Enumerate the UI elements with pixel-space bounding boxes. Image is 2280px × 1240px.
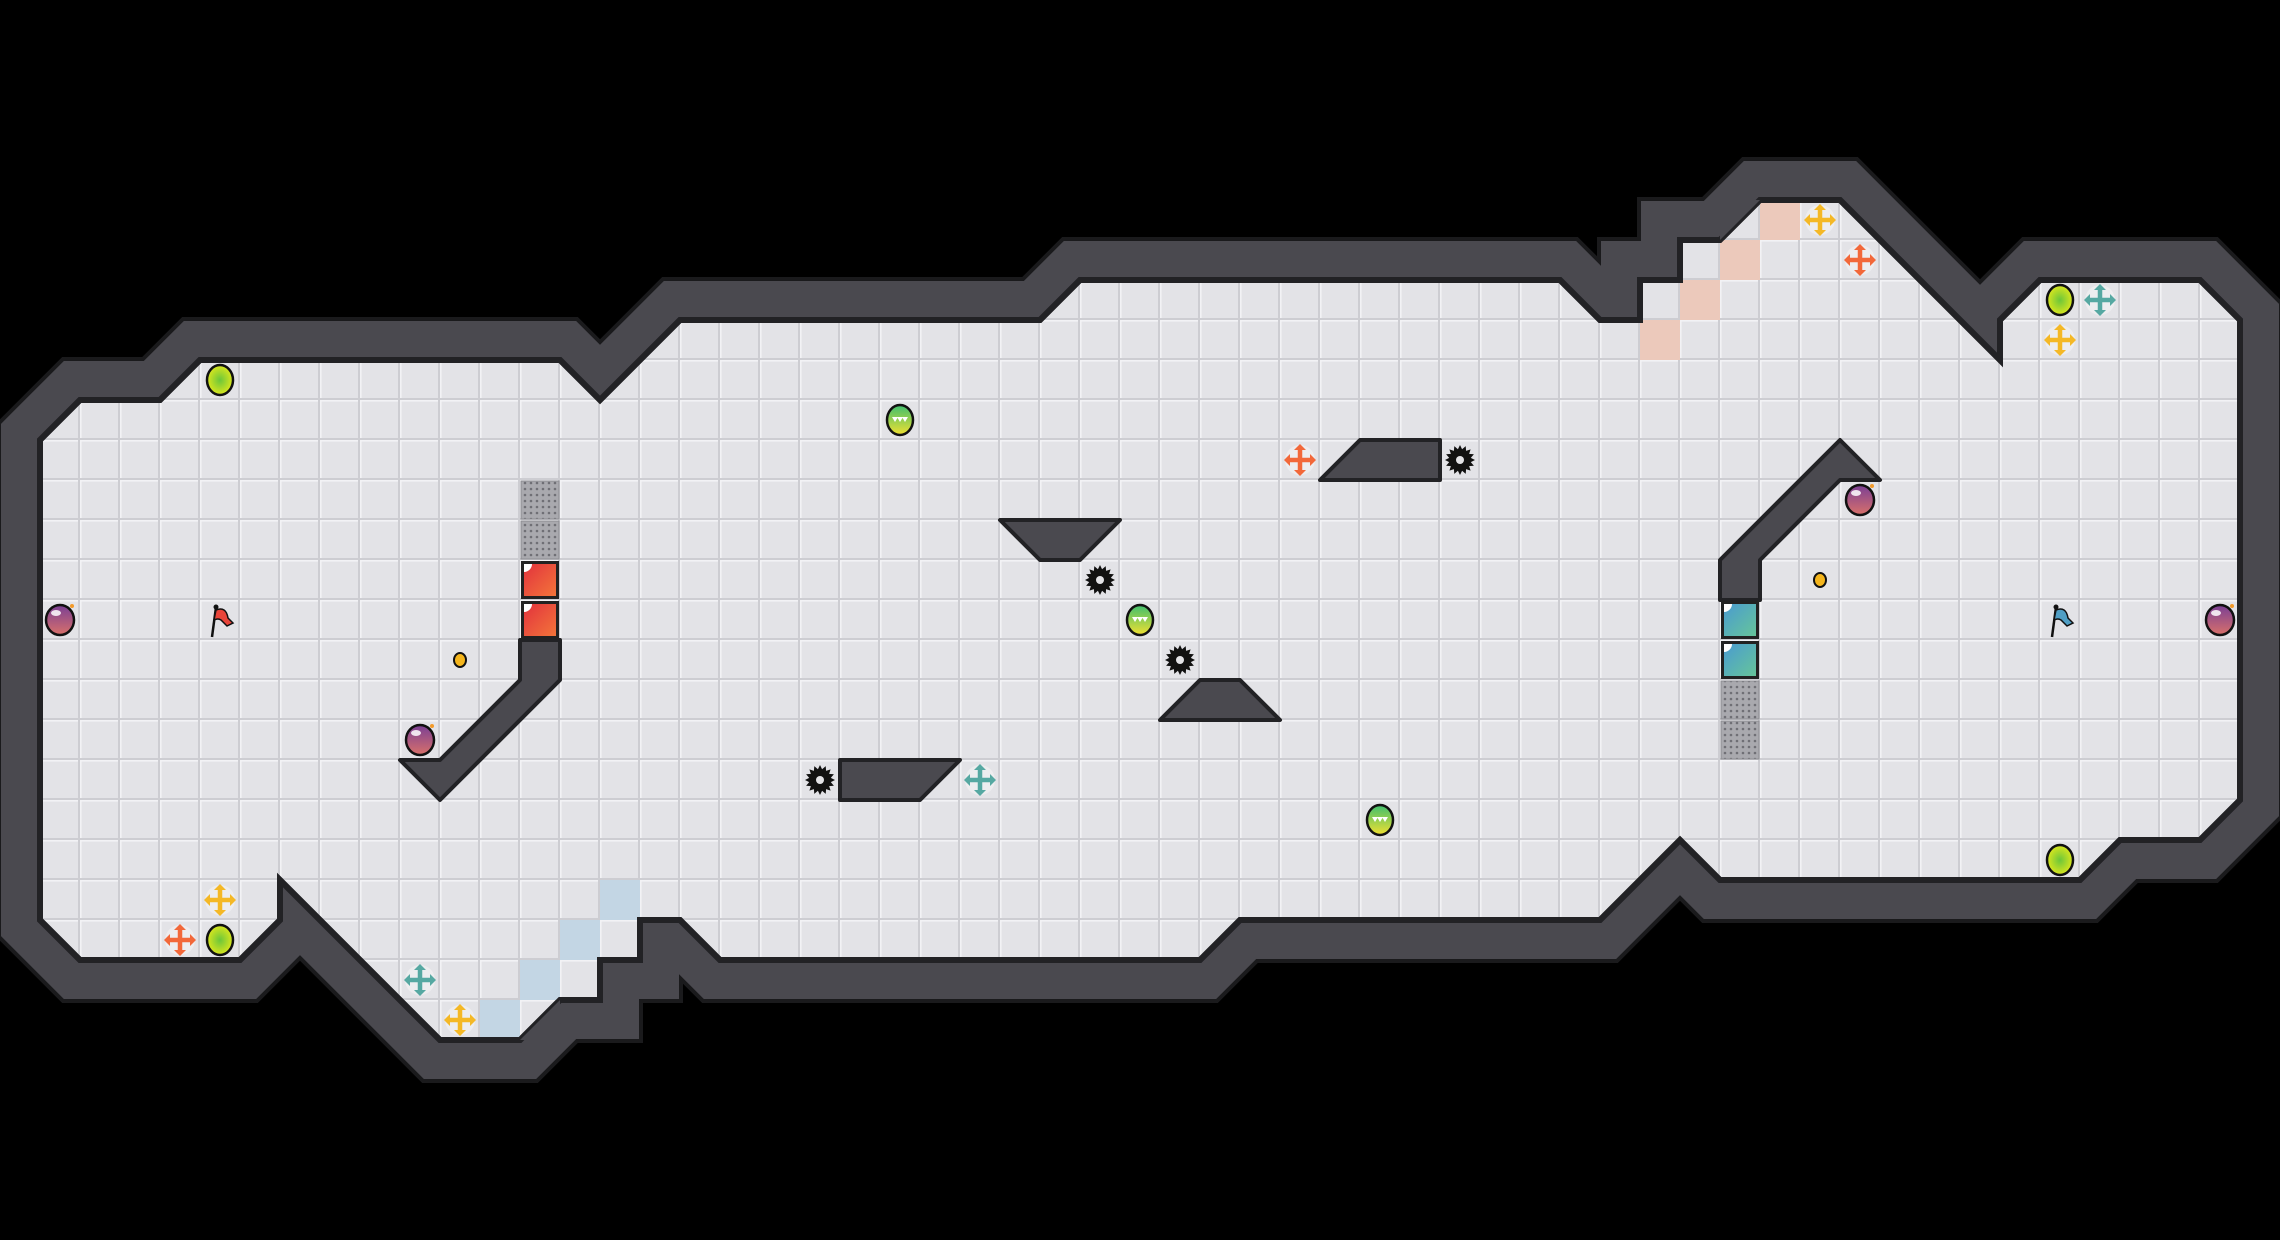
peach-tile	[1720, 240, 1760, 280]
red-flag-icon	[210, 604, 235, 638]
move-cross-icon	[1284, 444, 1316, 476]
wall-corner	[1720, 200, 1760, 240]
move-cross-icon	[404, 964, 436, 996]
grate-block	[520, 480, 560, 520]
move-cross-icon	[1804, 204, 1836, 236]
speed-boost-icon	[1125, 603, 1155, 637]
platform	[998, 518, 1122, 562]
sawblade-icon	[805, 765, 835, 795]
peach-tile	[1640, 320, 1680, 360]
blue-gate-block	[1721, 601, 1759, 639]
blue-tile	[600, 880, 640, 920]
platform	[1718, 438, 1882, 602]
coin-icon	[453, 652, 467, 668]
wall-corner	[520, 1000, 560, 1040]
move-cross-icon	[164, 924, 196, 956]
coin-icon	[1813, 572, 1827, 588]
peach-tile	[1680, 280, 1720, 320]
blue-gate-block	[1721, 641, 1759, 679]
grate-block	[1720, 680, 1760, 720]
move-cross-icon	[444, 1004, 476, 1036]
sawblade-icon	[1085, 565, 1115, 595]
grate-block	[520, 520, 560, 560]
powerup-ball-icon	[205, 363, 235, 397]
grate-block	[1720, 720, 1760, 760]
bomb-icon	[2204, 603, 2236, 637]
move-cross-icon	[964, 764, 996, 796]
bomb-icon	[44, 603, 76, 637]
peach-tile	[1760, 200, 1800, 240]
sawblade-icon	[1445, 445, 1475, 475]
red-gate-block	[521, 601, 559, 639]
blue-flag-icon	[2050, 604, 2075, 638]
powerup-ball-icon	[205, 923, 235, 957]
powerup-ball-icon	[2045, 843, 2075, 877]
platform	[1318, 438, 1442, 482]
platform	[838, 758, 962, 802]
speed-boost-icon	[885, 403, 915, 437]
blue-tile	[520, 960, 560, 1000]
red-gate-block	[521, 561, 559, 599]
move-cross-icon	[1844, 244, 1876, 276]
map-items	[44, 204, 2236, 1036]
platform	[1158, 678, 1282, 722]
powerup-ball-icon	[2045, 283, 2075, 317]
platform	[398, 638, 562, 802]
bomb-icon	[1844, 483, 1876, 517]
move-cross-icon	[204, 884, 236, 916]
gate-blocks	[520, 480, 1760, 760]
tinted-tiles	[37, 197, 2243, 1043]
sawblade-icon	[1165, 645, 1195, 675]
blue-tile	[560, 920, 600, 960]
platforms	[398, 438, 1882, 802]
bomb-icon	[404, 723, 436, 757]
move-cross-icon	[2044, 324, 2076, 356]
move-cross-icon	[2084, 284, 2116, 316]
speed-boost-icon	[1365, 803, 1395, 837]
blue-tile	[480, 1000, 520, 1040]
